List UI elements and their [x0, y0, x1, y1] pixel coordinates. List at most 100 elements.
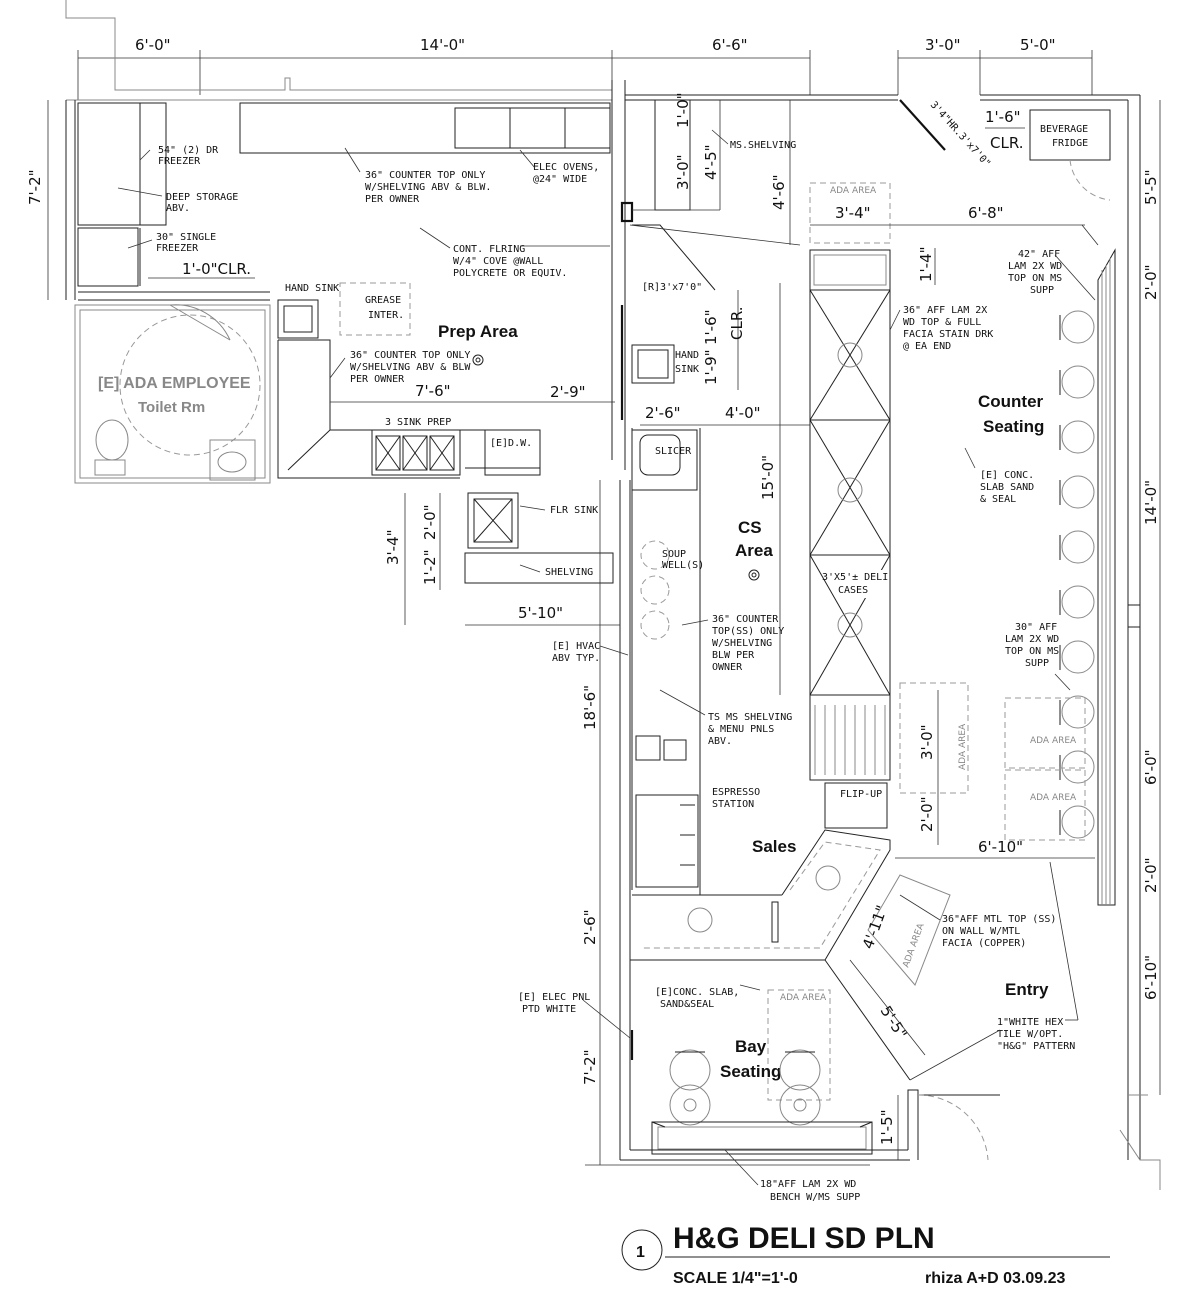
cs-area: 1'-0" 3'-0" 4'-5" MS.SHELVING 4'-6" ADA …: [552, 92, 1085, 933]
dim-3-0b: 3'-0": [918, 724, 936, 760]
counter-ss-3: W/SHELVING: [712, 638, 772, 649]
flr-sink-label: FLR SINK: [550, 505, 598, 516]
freezers: 7'-2" 54" (2) DR FREEZER DEEP STORAGE AB…: [26, 100, 270, 301]
elec-pnl-2: PTD WHITE: [522, 1004, 576, 1015]
slicer-label: SLICER: [655, 446, 692, 457]
counter-note-b2: W/SHELVING ABV & BLW: [350, 362, 471, 373]
conc-slab-1: [E] CONC.: [980, 470, 1034, 481]
dim-2-9: 2'-9": [550, 383, 586, 401]
prep-area: 36" COUNTER TOP ONLY W/SHELVING ABV & BL…: [239, 102, 620, 626]
hex-3: "H&G" PATTERN: [997, 1041, 1075, 1052]
dim-18-6: 18'-6": [581, 685, 599, 730]
dim-6-10b: 6'-10": [978, 838, 1023, 856]
dim-6-10: 6'-10": [1142, 955, 1160, 1000]
ada-area-2: ADA AREA: [1030, 736, 1077, 746]
hand-sink-label: HAND SINK: [285, 283, 339, 294]
counter-note-b3: PER OWNER: [350, 374, 405, 385]
dim-1-0: 1'-0": [674, 92, 692, 128]
dim-1-5: 1'-5": [878, 1109, 896, 1145]
lam42-3: TOP ON MS: [1008, 273, 1062, 284]
drawing-number: 1: [636, 1244, 645, 1261]
lam42-2: LAM 2X WD: [1008, 261, 1062, 272]
dim-3-4: 3'-4": [384, 529, 402, 565]
dim-1-2: 1'-2": [421, 549, 439, 585]
lam36-1: 36" AFF LAM 2X: [903, 305, 987, 316]
ts-ms-3: ABV.: [708, 736, 732, 747]
dim-2-6b: 2'-6": [581, 909, 599, 945]
counter-ss-4: BLW PER: [712, 650, 755, 661]
counter-note-2: W/SHELVING ABV & BLW.: [365, 182, 491, 193]
dim-1-6: 1'-6": [985, 108, 1021, 126]
mtl-top-2: ON WALL W/MTL: [942, 926, 1020, 937]
title-block: 1 H&G DELI SD PLN SCALE 1/4"=1'-0 rhiza …: [621, 1222, 1110, 1287]
grease-note-2: INTER.: [368, 310, 404, 321]
ada-area-1: ADA AREA: [830, 186, 877, 196]
conc-slab2-1: [E]CONC. SLAB,: [655, 987, 739, 998]
top-dimension-string: 6'-0" 14'-0" 6'-6" 3'-0" 5'-0": [77, 36, 1093, 100]
hex-2: TILE W/OPT.: [997, 1029, 1063, 1040]
dim-5-10: 5'-10": [518, 604, 563, 622]
grease-note-1: GREASE: [365, 295, 401, 306]
rclr-door: [R]3'x7'0": [642, 282, 702, 293]
prep-area-label: Prep Area: [438, 322, 518, 341]
dim-7-6: 7'-6": [415, 382, 451, 400]
counter-ss-5: OWNER: [712, 662, 743, 673]
walls: [65, 0, 1161, 1190]
dim-top-1: 6'-0": [135, 36, 171, 54]
entry-label: Entry: [1005, 980, 1049, 999]
ms-shelving-label: MS.SHELVING: [730, 140, 796, 151]
dim-left-7-2: 7'-2": [26, 169, 44, 205]
dim-1-6b: 1'-6": [702, 309, 720, 345]
espresso-1: ESPRESSO: [712, 787, 760, 798]
cs-area-label-1: CS: [738, 518, 762, 537]
counter-note-1: 36" COUNTER TOP ONLY: [365, 170, 485, 181]
dim-2-0a: 2'-0": [1142, 264, 1160, 300]
soup-2: WELL(S): [662, 560, 704, 571]
dim-14-0: 14'-0": [1142, 480, 1160, 525]
dim-5-5-right: 5'-5": [1142, 169, 1160, 205]
toilet-room-label-1: [E] ADA EMPLOYEE: [98, 375, 251, 392]
ada-area-4: ADA AREA: [958, 723, 968, 770]
counter-note-3: PER OWNER: [365, 194, 420, 205]
deli-cases-2: CASES: [838, 585, 868, 596]
clr-vertical: CLR.: [728, 307, 746, 341]
lam30-4: SUPP: [1025, 658, 1049, 669]
counter-note-b1: 36" COUNTER TOP ONLY: [350, 350, 470, 361]
toilet-room: [E] ADA EMPLOYEE Toilet Rm: [74, 304, 271, 484]
dim-5-5: 5'-5": [877, 1003, 911, 1043]
dim-top-2: 14'-0": [420, 36, 465, 54]
counter-ss-2: TOP(SS) ONLY: [712, 626, 784, 637]
dim-15-0: 15'-0": [759, 455, 777, 500]
drawing-title: H&G DELI SD PLN: [673, 1222, 935, 1255]
mtl-top-1: 36"AFF MTL TOP (SS): [942, 914, 1056, 925]
dim-6-0: 6'-0": [1142, 749, 1160, 785]
three-sink-label: 3 SINK PREP: [385, 417, 451, 428]
conc-slab2-2: SAND&SEAL: [660, 999, 714, 1010]
deep-storage-1: DEEP STORAGE: [166, 192, 238, 203]
ada-area-5: ADA AREA: [901, 921, 926, 969]
bay-chairs: [669, 1049, 821, 1126]
freezer-note-1: 54" (2) DR: [158, 145, 219, 156]
lam30-2: LAM 2X WD: [1005, 634, 1059, 645]
flip-up-label: FLIP-UP: [840, 789, 882, 800]
dim-4-0: 4'-0": [725, 404, 761, 422]
dim-2-6: 2'-6": [645, 404, 681, 422]
flring-note-1: CONT. FLRING: [453, 244, 525, 255]
bench-2: BENCH W/MS SUPP: [770, 1192, 860, 1203]
hex-1: 1"WHITE HEX: [997, 1017, 1063, 1028]
dim-top-3: 6'-6": [712, 36, 748, 54]
deep-storage-2: ABV.: [166, 203, 190, 214]
ts-ms-1: TS MS SHELVING: [708, 712, 792, 723]
door-beverage: 3'4"HR.3'x7'0" 1'-6" CLR. BEVERAGE FRIDG…: [899, 99, 1161, 245]
counter-seating-label-2: Seating: [983, 417, 1044, 436]
dim-3-4-top: 3'-4": [835, 204, 871, 222]
dim-top-4: 3'-0": [925, 36, 961, 54]
soup-1: SOUP: [662, 549, 686, 560]
hvac-1: [E] HVAC: [552, 641, 600, 652]
ovens-note-2: @24" WIDE: [533, 174, 587, 185]
single-freezer-2: FREEZER: [156, 243, 199, 254]
conc-slab-3: & SEAL: [980, 494, 1016, 505]
clr-label: CLR.: [990, 134, 1024, 152]
lam30-1: 30" AFF: [1015, 622, 1057, 633]
